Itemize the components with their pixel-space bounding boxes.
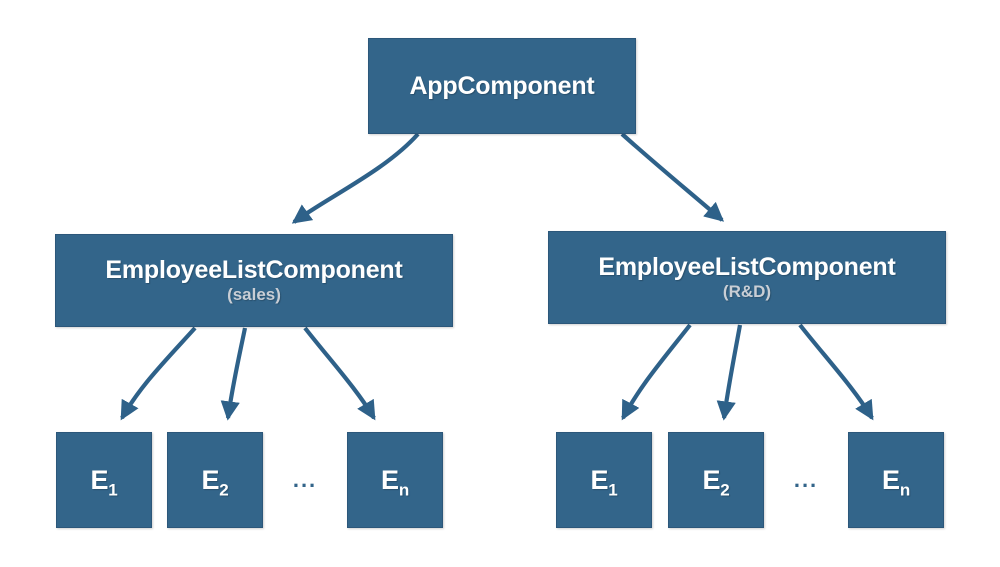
node-sales-employee-n[interactable]: En: [347, 432, 443, 528]
node-app-component[interactable]: AppComponent: [368, 38, 636, 134]
node-rnd-employee-1[interactable]: E1: [556, 432, 652, 528]
node-rnd-employee-2-label: E2: [702, 464, 730, 500]
node-employee-list-rnd-label: EmployeeListComponent: [598, 253, 896, 282]
node-rnd-employee-n-label: En: [882, 464, 910, 500]
node-employee-list-sales[interactable]: EmployeeListComponent (sales): [55, 234, 453, 327]
sales-leaves-ellipsis: ...: [292, 467, 318, 492]
edge-sales-to-e1: [120, 326, 197, 421]
edge-rnd-to-en: [798, 323, 874, 421]
node-sales-employee-1[interactable]: E1: [56, 432, 152, 528]
node-employee-list-sales-subtitle: (sales): [227, 284, 281, 304]
node-employee-list-sales-label: EmployeeListComponent: [105, 256, 403, 285]
edge-rnd-to-e1: [621, 323, 692, 421]
edge-rnd-to-e2: [716, 324, 743, 421]
node-app-component-label: AppComponent: [409, 71, 595, 100]
node-rnd-employee-2[interactable]: E2: [668, 432, 764, 528]
edge-app-to-sales: [291, 132, 420, 224]
node-sales-employee-n-label: En: [381, 464, 409, 500]
edge-sales-to-e2: [220, 327, 248, 421]
node-sales-employee-2-label: E2: [201, 464, 229, 500]
node-sales-employee-2[interactable]: E2: [167, 432, 263, 528]
node-rnd-employee-1-label: E1: [590, 464, 618, 500]
edge-sales-to-en: [303, 326, 376, 421]
edge-app-to-rnd: [620, 132, 725, 222]
rnd-leaves-ellipsis: ...: [793, 467, 819, 492]
node-sales-employee-1-label: E1: [90, 464, 118, 500]
node-rnd-employee-n[interactable]: En: [848, 432, 944, 528]
node-employee-list-rnd[interactable]: EmployeeListComponent (R&D): [548, 231, 946, 324]
node-employee-list-rnd-subtitle: (R&D): [722, 281, 772, 301]
